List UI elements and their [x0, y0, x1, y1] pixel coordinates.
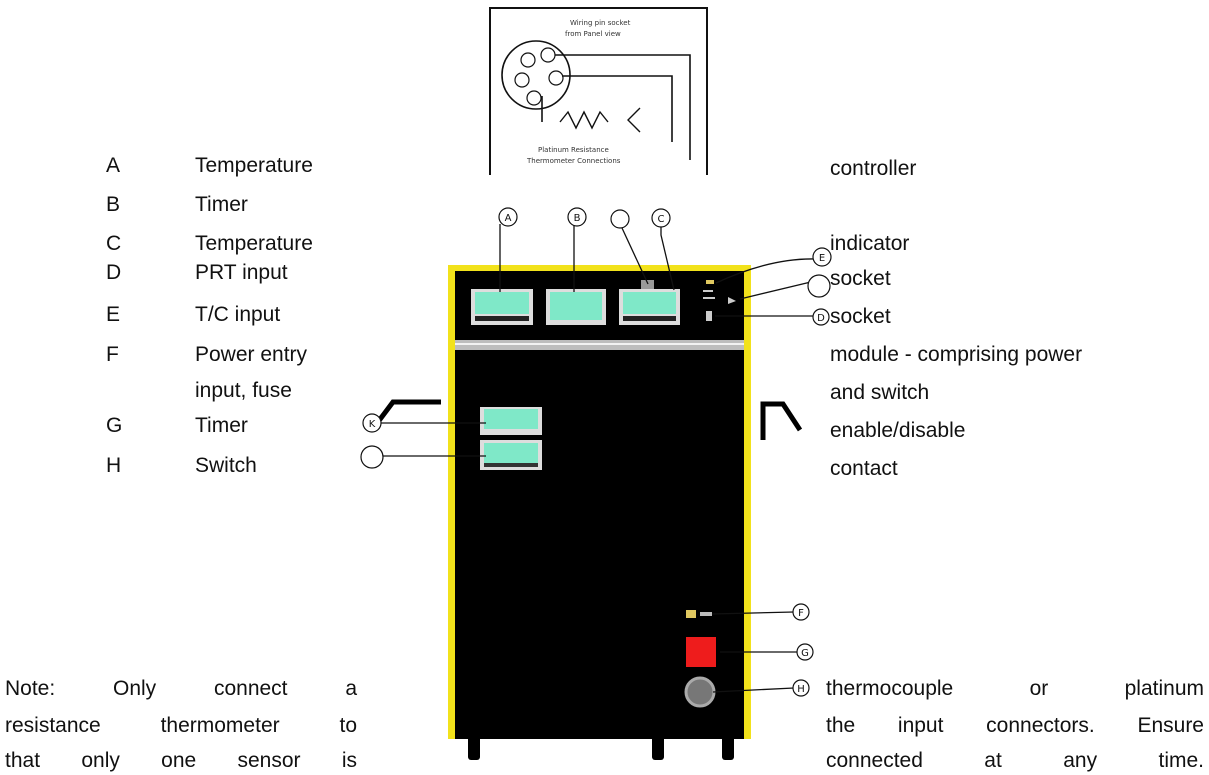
legend-cont-f: module - comprising power — [830, 343, 1083, 366]
callout-a-label: A — [505, 213, 512, 224]
note-right-line-2: the input connectors. Ensure — [826, 714, 1204, 737]
callout-f: F — [792, 603, 810, 621]
legend-label-f: Power entry — [195, 343, 308, 366]
inset-top-line-2: from Panel view — [565, 30, 621, 38]
cabinet-body — [448, 265, 751, 739]
timer-enable-display — [480, 407, 542, 435]
foot-right — [722, 736, 734, 760]
inset-frame — [489, 7, 708, 179]
temperature-controller-display — [471, 289, 533, 325]
timer-display — [546, 289, 606, 325]
legend-label-e: T/C input — [195, 303, 281, 326]
legend-cont-c: indicator — [830, 232, 910, 255]
callout-b-label: B — [574, 213, 581, 224]
callout-f-label: F — [798, 608, 804, 619]
resistor-icon — [559, 110, 609, 130]
callout-leaders — [378, 224, 816, 693]
callout-a: A — [498, 207, 518, 227]
callout-k: K — [362, 413, 382, 433]
legend-cont-f2: and switch — [830, 381, 930, 404]
inset-top-line-1: Wiring pin socket — [570, 19, 631, 27]
callout-e-label: E — [819, 253, 825, 264]
instrument-cabinet — [370, 265, 803, 760]
handle-left — [370, 399, 441, 432]
legend-cont-e: socket — [830, 305, 891, 328]
legend-letter-e: E — [106, 303, 121, 326]
note-left-line-3: that only one sensor is — [5, 749, 357, 772]
note-right-line-1: thermocouple or platinum — [826, 677, 1204, 700]
callout-h: H — [792, 679, 810, 697]
callouts: A B C E D K — [360, 207, 832, 697]
callout-g: G — [796, 643, 814, 661]
frame-top — [448, 265, 751, 271]
legend-label-a: Temperature — [195, 154, 313, 177]
switch-contact-knob[interactable] — [684, 676, 716, 708]
callout-blank-left — [360, 445, 384, 469]
legend-cont-d: socket — [830, 267, 891, 290]
callout-g-label: G — [801, 648, 809, 659]
tc-socket-marker — [706, 280, 714, 284]
legend-label-c: Temperature — [195, 232, 313, 255]
legend-cont-g: enable/disable — [830, 419, 966, 442]
legend-cont-h: contact — [830, 457, 898, 480]
legend-letter-f: F — [106, 343, 119, 366]
callout-c-secondary: C — [651, 208, 671, 228]
handle-right — [760, 401, 803, 440]
note-left-line-1: Note: Only connect a — [5, 677, 357, 700]
legend-letter-g: G — [106, 414, 123, 437]
callout-c — [610, 209, 630, 229]
legend-label-h: Switch — [195, 454, 257, 477]
foot-middle — [652, 736, 664, 760]
inset-bottom-line-2: Thermometer Connections — [526, 157, 621, 165]
callout-h-label: H — [797, 684, 805, 695]
switch-contact-display — [480, 440, 542, 470]
legend-label-b: Timer — [195, 193, 248, 216]
callout-c-label: C — [658, 214, 665, 225]
prt-socket-marker — [728, 297, 736, 304]
legend-letter-c: C — [106, 232, 122, 255]
callout-b: B — [567, 207, 587, 227]
inset-bottom-mask — [487, 172, 710, 182]
callout-e: E — [812, 247, 832, 267]
legend-letter-a: A — [106, 154, 121, 177]
legend-letter-h: H — [106, 454, 122, 477]
frame-left — [448, 265, 455, 739]
legend-letter-b: B — [106, 193, 121, 216]
legend-cont-a: controller — [830, 157, 917, 180]
callout-k-label: K — [369, 419, 376, 430]
legend-label-d: PRT input — [195, 261, 288, 284]
foot-left — [468, 736, 480, 760]
frame-right — [744, 265, 751, 739]
small-tab-icon — [641, 280, 654, 289]
power-switch[interactable] — [686, 637, 716, 667]
note-right-line-3: connected at any time. — [826, 749, 1204, 772]
callout-d: D — [812, 308, 830, 326]
connector-circle-icon — [501, 40, 571, 110]
inset-bottom-line-1: Platinum Resistance — [538, 146, 609, 154]
temperature-indicator-display — [619, 280, 680, 325]
wiring-inset: Wiring pin socket from Panel view Platin… — [487, 7, 710, 182]
note-left-line-2: resistance thermometer to — [5, 714, 357, 737]
legend-label-g: Timer — [195, 414, 248, 437]
legend-label-f-cont: input, fuse — [195, 379, 292, 402]
callout-d-blank — [807, 274, 831, 298]
callout-d-label: D — [817, 313, 825, 324]
legend-letter-d: D — [106, 261, 122, 284]
fuse-marker — [686, 610, 696, 618]
